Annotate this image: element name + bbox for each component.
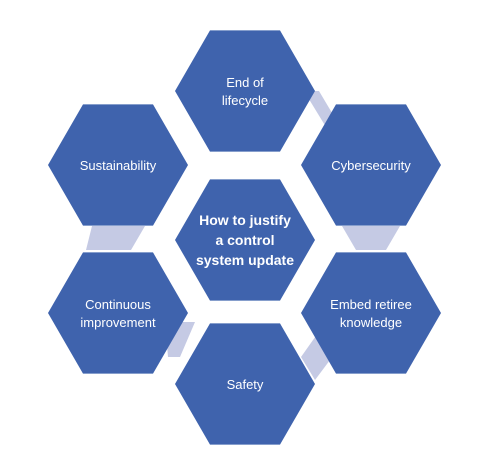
center-hexagon-label-line-3: system update	[196, 252, 294, 268]
connector-5	[86, 226, 145, 250]
hexagon-safety: Safety	[175, 323, 315, 445]
center-hexagon-label-line-1: How to justify	[199, 212, 291, 228]
hexagon-sustainability-shape	[48, 104, 188, 226]
hexagon-end-of-lifecycle-shape	[175, 30, 315, 152]
hexagon-safety-shape	[175, 323, 315, 445]
hexagon-continuous-improvement-shape	[48, 252, 188, 374]
center-hexagon: How to justify a control system update	[175, 179, 315, 301]
hexagon-layer: How to justify a control system update End …	[48, 30, 441, 445]
hexagon-end-of-lifecycle-label-line-1: End of	[226, 75, 264, 90]
hexagon-embed-retiree-knowledge: Embed retiree knowledge	[301, 252, 441, 374]
hexagon-continuous-improvement-label-line-1: Continuous	[85, 297, 151, 312]
hexagon-cybersecurity-shape	[301, 104, 441, 226]
hexagon-cybersecurity-label-line-1: Cybersecurity	[331, 158, 411, 173]
hexagon-safety-label-line-1: Safety	[227, 377, 264, 392]
hexagon-sustainability-label-line-1: Sustainability	[80, 158, 157, 173]
hexagon-end-of-lifecycle-label-line-2: lifecycle	[222, 93, 268, 108]
hexagon-embed-retiree-knowledge-shape	[301, 252, 441, 374]
hexagon-continuous-improvement: Continuous improvement	[48, 252, 188, 374]
hexagon-embed-retiree-knowledge-label-line-2: knowledge	[340, 315, 402, 330]
hexagon-cybersecurity: Cybersecurity	[301, 104, 441, 226]
hexagon-continuous-improvement-label-line-2: improvement	[80, 315, 156, 330]
center-hexagon-label-line-2: a control	[215, 232, 274, 248]
hexagon-end-of-lifecycle: End of lifecycle	[175, 30, 315, 152]
center-hexagon-shape	[175, 179, 315, 301]
connector-2	[342, 226, 400, 250]
hexagon-embed-retiree-knowledge-label-line-1: Embed retiree	[330, 297, 412, 312]
hexagon-sustainability: Sustainability	[48, 104, 188, 226]
